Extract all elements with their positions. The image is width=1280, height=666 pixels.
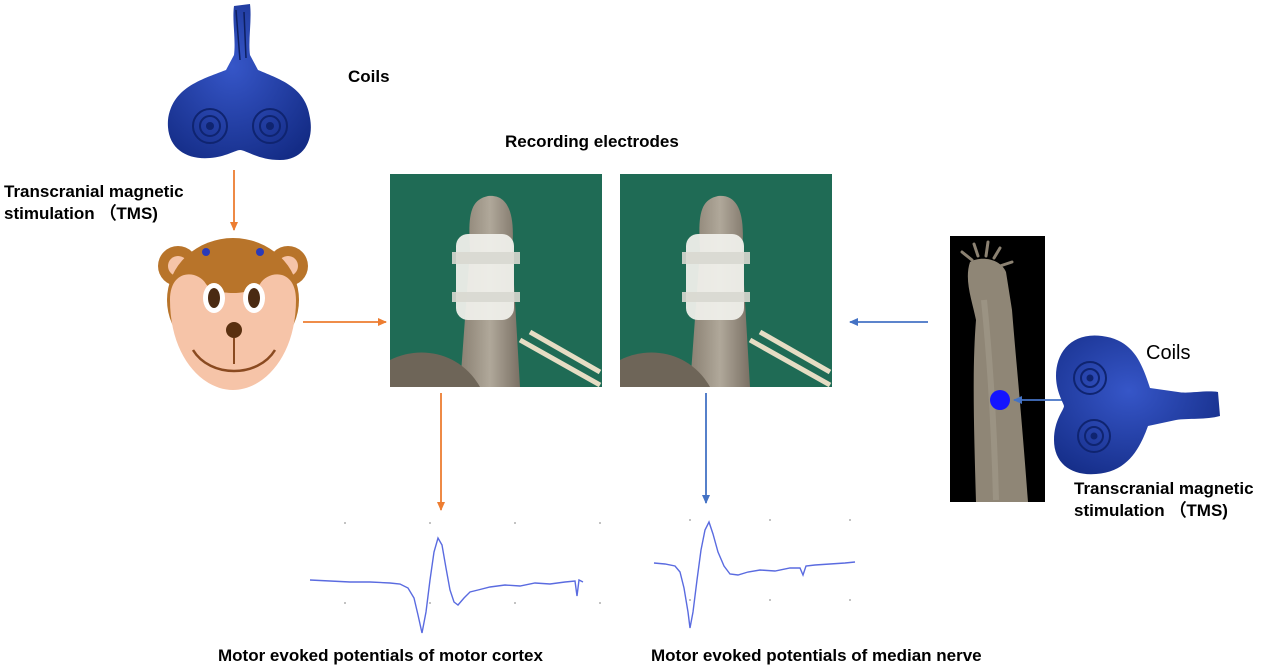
tms-label-left-line1: Transcranial magnetic (4, 182, 184, 201)
tms-label-left-line2: stimulation （TMS) (4, 204, 158, 223)
coil-right-icon (1054, 335, 1220, 475)
coil-top-icon (167, 4, 311, 160)
hand-photo-left (390, 174, 602, 388)
mep-cortex-caption: Motor evoked potentials of motor cortex (218, 646, 543, 665)
stimulation-point (990, 390, 1010, 410)
monkey-head-icon (158, 238, 308, 390)
tms-label-right-line1: Transcranial magnetic (1074, 479, 1254, 498)
monkey-forearm-photo (950, 236, 1045, 502)
mep-cortex-waveform (309, 522, 601, 634)
tms-label-right-line2: stimulation （TMS) (1074, 501, 1228, 520)
hand-photo-right (620, 174, 832, 388)
mep-nerve-caption: Motor evoked potentials of median nerve (651, 646, 982, 665)
recording-electrodes-label: Recording electrodes (505, 132, 679, 151)
mep-nerve-waveform (653, 519, 856, 629)
coils-label-right: Coils (1146, 342, 1191, 364)
coils-label-top: Coils (348, 67, 390, 86)
